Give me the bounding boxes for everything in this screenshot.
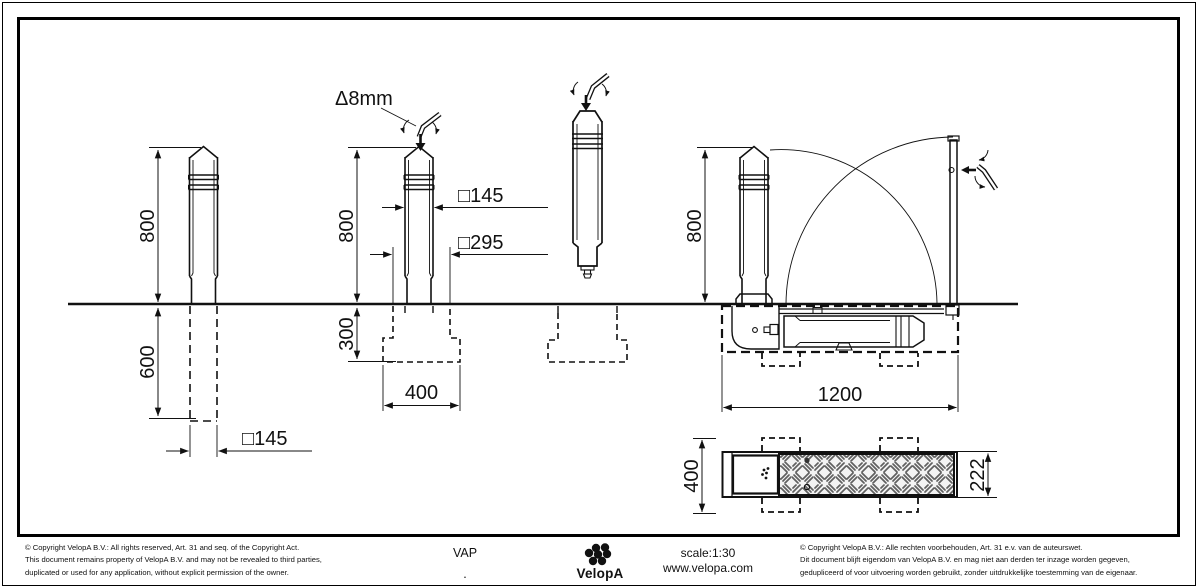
lid-bolt <box>804 457 810 464</box>
scale-and-website: scale:1:30 www.velopa.com <box>648 546 768 576</box>
removable-bollard-elevation: Δ8mm 800 □145 <box>335 88 548 411</box>
dim-v2-sleeve: □295 <box>458 232 503 254</box>
lid-plate-open <box>945 135 960 320</box>
rotate-arrow-icon <box>974 175 986 189</box>
copyright-nl-line3: gedupliceerd of voor uitvoering worden g… <box>800 567 1138 577</box>
copyright-en-line2: This document remains property of VelopA… <box>25 555 322 565</box>
lock-pin <box>580 265 595 279</box>
rotate-arrow-icon <box>400 119 410 134</box>
drawing-frame: 800 600 □145 Δ8mm <box>17 17 1180 537</box>
mini-brand-logo <box>761 467 770 480</box>
scale-label: scale:1:30 <box>680 546 736 560</box>
brand-wordmark: VelopA <box>576 566 624 581</box>
dim-top-lid-width: 222 <box>967 458 989 491</box>
anchor-tabs-dashed <box>761 353 919 367</box>
removable-bollard-loose <box>547 73 628 363</box>
product-code: VAP <box>452 546 478 560</box>
copyright-en-line3: duplicated or used for any application, … <box>25 567 289 577</box>
dim-v1-height: 800 <box>137 209 159 242</box>
dim-v4-height: 800 <box>684 209 706 242</box>
dim-v2-foundation-width: 400 <box>405 382 438 404</box>
empty-sleeve-dashed <box>547 313 628 363</box>
recess-box-dashed <box>720 304 960 354</box>
product-note: . <box>463 567 467 581</box>
rotate-arrow-icon <box>601 83 610 97</box>
copyright-nl-line2: Dit document blijft eigendom van VelopA … <box>800 555 1130 565</box>
dim-v2-width: □145 <box>458 185 503 207</box>
pivot-mechanism <box>731 306 780 350</box>
support-foot <box>835 342 853 351</box>
anchor-tabs-dashed <box>761 437 919 513</box>
insert-arrow-icon <box>415 143 426 151</box>
allen-key-icon <box>400 112 442 151</box>
bollard-swing-arc <box>769 149 938 304</box>
brand-logo <box>572 542 628 566</box>
copyright-nl-line1: © Copyright VelopA B.V.: Alle rechten vo… <box>800 543 1083 552</box>
dim-v1-depth: 600 <box>137 345 159 378</box>
rotate-arrow-icon <box>431 121 440 135</box>
allen-key-icon <box>961 149 999 191</box>
copyright-english: © Copyright VelopA B.V.: All rights rese… <box>25 542 322 579</box>
fixed-bollard-elevation: 800 600 □145 <box>137 145 312 457</box>
buried-post-dashed <box>189 306 218 422</box>
copyright-en-line1: © Copyright VelopA B.V.: All rights rese… <box>25 543 300 552</box>
insert-arrow-icon <box>961 166 969 174</box>
fold-down-bollard-top-view: 400 222 <box>681 437 997 514</box>
dim-v2-foundation-depth: 300 <box>336 317 358 350</box>
allen-key-icon <box>569 73 610 111</box>
foundation-dashed <box>382 306 461 363</box>
lid-swing-arc <box>785 136 954 305</box>
dim-v4-length: 1200 <box>818 384 863 406</box>
rotate-arrow-icon <box>569 81 579 96</box>
website-link[interactable]: www.velopa.com <box>662 561 754 575</box>
allen-key-size-label: Δ8mm <box>335 88 393 110</box>
recess-outline <box>721 451 958 498</box>
copyright-dutch: © Copyright VelopA B.V.: Alle rechten vo… <box>800 542 1137 579</box>
insert-arrow-icon <box>581 103 591 111</box>
rotate-arrow-icon <box>978 149 989 162</box>
base-flange <box>735 293 773 305</box>
technical-drawing: 800 600 □145 Δ8mm <box>68 73 1018 514</box>
bollard-top-plate <box>731 454 780 495</box>
fold-down-bollard-side-view: 800 1200 <box>684 135 999 412</box>
dim-v2-height: 800 <box>336 209 358 242</box>
lid-bolt <box>803 483 811 491</box>
dim-top-width: 400 <box>681 459 703 492</box>
bollard-lying-in-recess <box>779 307 944 351</box>
sleeve-collar <box>557 306 618 313</box>
dim-v1-width: □145 <box>242 428 287 450</box>
